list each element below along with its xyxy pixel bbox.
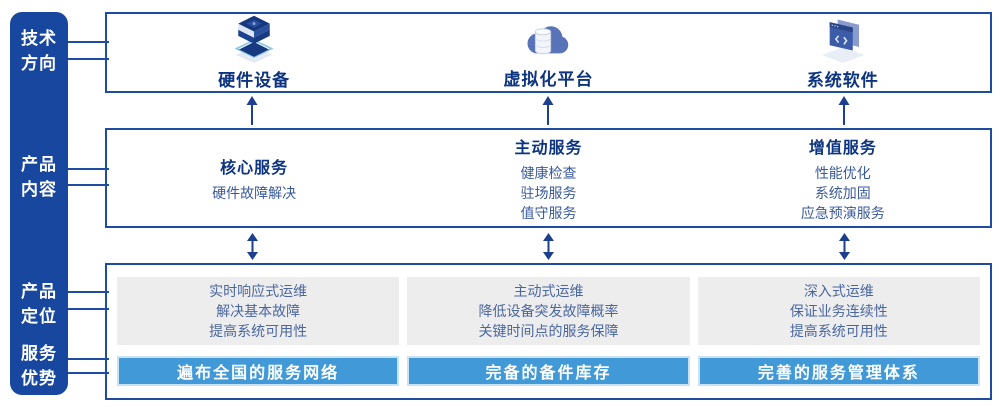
positioning-line: 解决基本故障 — [216, 303, 301, 319]
tech-label-hardware: 硬件设备 — [218, 71, 291, 90]
tech-direction-box: 硬件设备 虚拟化平台 系统软 — [105, 12, 992, 93]
advantage-label: 完善的服务管理体系 — [757, 365, 920, 382]
connector-line — [64, 308, 109, 310]
advantage-bar: 完备的备件库存 — [407, 356, 690, 386]
service-item: 系统加固 — [814, 184, 871, 201]
product-content-box: 核心服务 硬件故障解决 主动服务 健康检查 驻场服务 值守服务 增值服务 性能优… — [105, 128, 992, 228]
positioning-line: 关键时间点的服务保障 — [478, 323, 619, 339]
connector-line — [64, 372, 109, 374]
positioning-card: 实时响应式运维 解决基本故障 提高系统可用性 — [117, 277, 400, 345]
service-item: 性能优化 — [814, 164, 871, 181]
up-arrow-icon — [838, 96, 850, 125]
advantage-bar: 遍布全国的服务网络 — [117, 356, 400, 386]
service-title: 增值服务 — [808, 139, 877, 157]
tech-column-virtualization: 虚拟化平台 — [401, 14, 695, 91]
server-stack-icon — [234, 15, 274, 63]
positioning-card: 主动式运维 降低设备突发故障概率 关键时间点的服务保障 — [407, 277, 690, 345]
code-window-icon — [821, 18, 865, 63]
double-arrow-icon — [543, 233, 554, 260]
service-column-value-added: 增值服务 性能优化 系统加固 应急预演服务 — [696, 130, 990, 226]
service-title: 主动服务 — [514, 139, 583, 157]
positioning-line: 保证业务连续性 — [789, 303, 888, 319]
positioning-line: 深入式运维 — [803, 283, 874, 299]
service-column-proactive: 主动服务 健康检查 驻场服务 值守服务 — [401, 130, 695, 226]
tech-column-hardware: 硬件设备 — [107, 14, 401, 91]
positioning-line: 实时响应式运维 — [209, 283, 308, 299]
double-arrow-icon — [839, 233, 850, 260]
connector-line — [64, 58, 109, 60]
service-column-core: 核心服务 硬件故障解决 — [107, 130, 401, 226]
positioning-advantage-box: 实时响应式运维 解决基本故障 提高系统可用性 遍布全国的服务网络 主动式运维 降… — [105, 263, 992, 400]
positioning-line: 降低设备突发故障概率 — [478, 303, 619, 319]
double-arrow-icon — [247, 233, 258, 260]
advantage-label: 完备的备件库存 — [485, 365, 612, 382]
connector-line — [64, 184, 109, 186]
up-arrow-icon — [542, 96, 554, 125]
tech-label-software: 系统软件 — [806, 70, 879, 90]
cloud-database-icon — [527, 25, 569, 54]
connector-line — [64, 291, 109, 293]
service-title: 核心服务 — [220, 159, 289, 177]
tech-column-software: 系统软件 — [696, 14, 990, 91]
advantage-bar: 完善的服务管理体系 — [697, 356, 980, 386]
tech-label-virtualization: 虚拟化平台 — [503, 69, 594, 89]
sidebar-label-service-advantage: 服务 优势 — [21, 344, 57, 388]
sidebar-label-tech-direction: 技术 方向 — [21, 29, 57, 73]
service-item: 硬件故障解决 — [212, 184, 297, 201]
positioning-line: 提高系统可用性 — [209, 323, 308, 339]
category-sidebar: 技术 方向 产品 内容 产品 定位 服务 优势 — [10, 12, 68, 395]
service-item: 应急预演服务 — [800, 204, 885, 221]
positioning-line: 提高系统可用性 — [789, 323, 888, 339]
bottom-column-1: 实时响应式运维 解决基本故障 提高系统可用性 遍布全国的服务网络 — [117, 277, 400, 398]
positioning-line: 主动式运维 — [513, 283, 584, 299]
sidebar-label-product-content: 产品 内容 — [21, 155, 57, 199]
up-arrow-icon — [246, 96, 258, 125]
service-item: 值守服务 — [520, 204, 577, 221]
bottom-column-3: 深入式运维 保证业务连续性 提高系统可用性 完善的服务管理体系 — [697, 277, 980, 398]
connector-line — [64, 168, 109, 170]
connector-line — [64, 41, 109, 43]
service-item: 驻场服务 — [520, 184, 577, 201]
connector-line — [64, 358, 109, 360]
sidebar-label-product-position: 产品 定位 — [21, 282, 57, 326]
advantage-label: 遍布全国的服务网络 — [177, 365, 340, 382]
service-item: 健康检查 — [520, 164, 577, 181]
positioning-card: 深入式运维 保证业务连续性 提高系统可用性 — [697, 277, 980, 345]
bottom-column-2: 主动式运维 降低设备突发故障概率 关键时间点的服务保障 完备的备件库存 — [407, 277, 690, 398]
